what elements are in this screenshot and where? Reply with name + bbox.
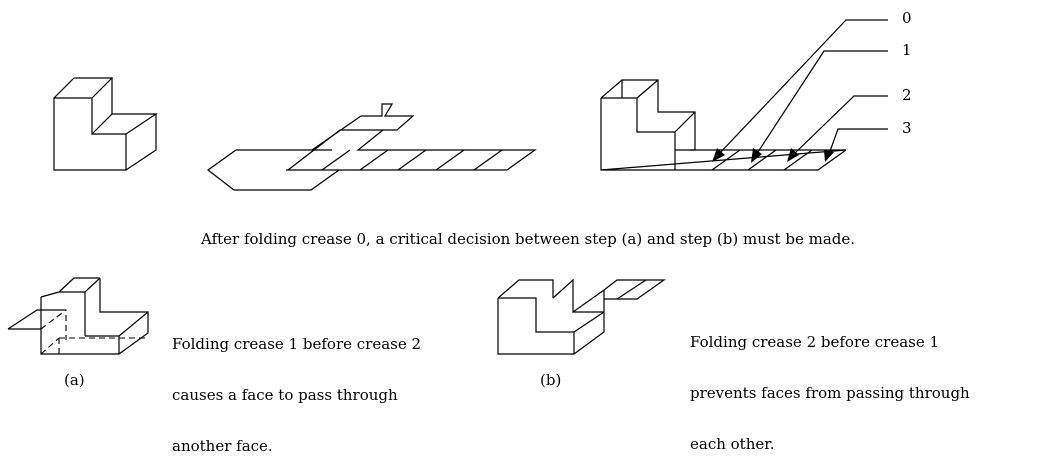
- diagram-drawing: [7, 19, 888, 356]
- step-a-description-line: Folding crease 1 before crease 2: [172, 335, 422, 353]
- partially-folded-model: [600, 79, 847, 171]
- step-b-drawing: [497, 278, 666, 355]
- step-b-description: Folding crease 2 before crease 1 prevent…: [690, 300, 970, 470]
- origami-folding-diagram: 0 1 2 3 After folding crease 0, a critic…: [7, 9, 970, 455]
- step-a-description-line: causes a face to pass through: [172, 386, 398, 404]
- step-a-description: Folding crease 1 before crease 2 causes …: [172, 302, 421, 472]
- crease-label-0: 0: [902, 9, 912, 27]
- step-b-description-line: each other.: [690, 435, 775, 453]
- crease-label-3: 3: [902, 119, 912, 137]
- step-b-label: (b): [540, 371, 562, 389]
- step-b-description-line: Folding crease 2 before crease 1: [690, 333, 940, 351]
- step-a-description-line: another face.: [172, 437, 273, 455]
- step-a-label: (a): [64, 371, 85, 389]
- crease-label-1: 1: [902, 41, 912, 59]
- flat-crease-net: [206, 103, 537, 191]
- folded-l-shape-solid: [53, 77, 158, 171]
- crease-leader-lines: [712, 19, 888, 163]
- step-a-drawing: [7, 277, 149, 356]
- figure-caption: After folding crease 0, a critical decis…: [201, 230, 856, 248]
- crease-label-2: 2: [902, 86, 912, 104]
